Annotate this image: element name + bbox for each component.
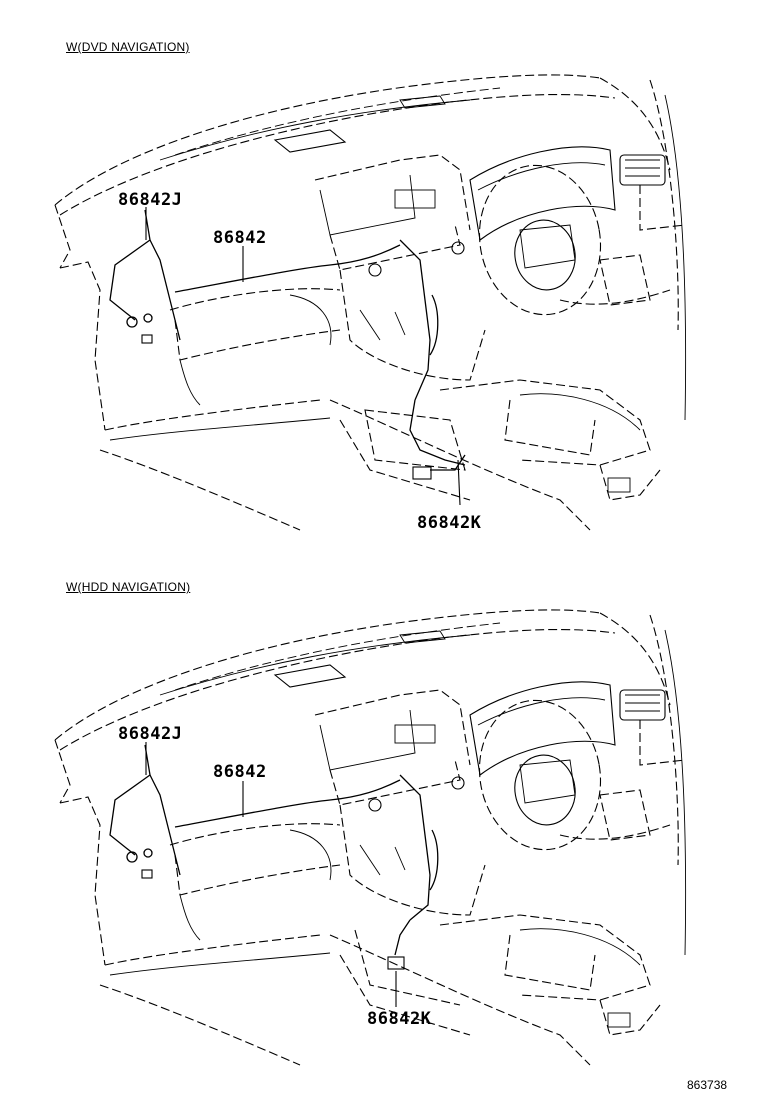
panel-1-label-86842j: 86842J	[118, 190, 183, 210]
panel-1-dashboard-drawing	[54, 74, 687, 531]
panel-1-caption: W(DVD NAVIGATION)	[66, 40, 190, 54]
panel-2-caption: W(HDD NAVIGATION)	[66, 580, 191, 594]
panel-2-label-86842j: 86842J	[118, 724, 183, 744]
panel-1-label-86842k: 86842K	[417, 513, 482, 533]
panel-1-label-86842: 86842	[213, 228, 267, 248]
figure-number: 863738	[687, 1078, 728, 1092]
panel-2-label-86842k: 86842K	[367, 1009, 432, 1029]
panel-2-label-86842: 86842	[213, 762, 267, 782]
panel-2-dashboard-drawing	[54, 609, 687, 1066]
